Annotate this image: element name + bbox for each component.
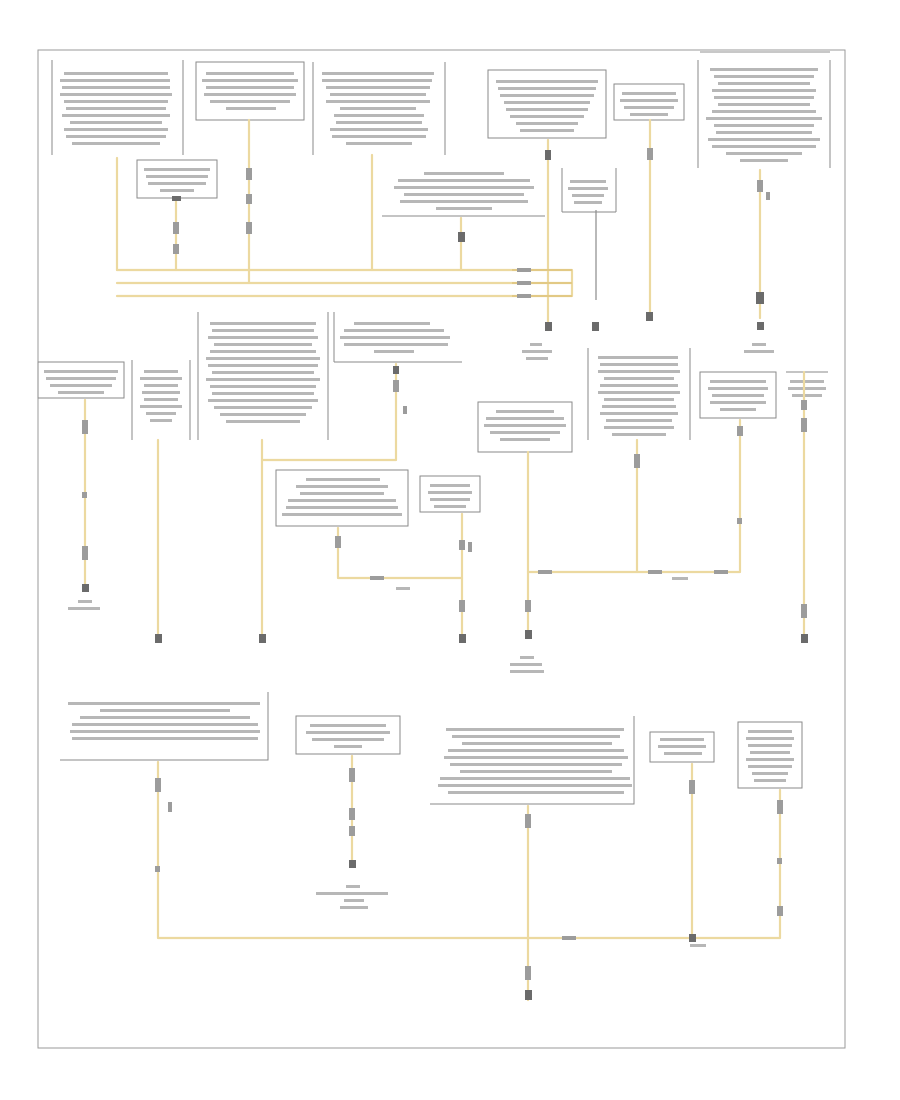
component-c13 xyxy=(333,312,462,363)
middle-wire-labels xyxy=(82,380,807,618)
top-wire-labels xyxy=(173,148,770,298)
component-c10 xyxy=(37,361,125,399)
component-c16 xyxy=(699,371,777,419)
component-c4 xyxy=(487,69,607,139)
component-c1 xyxy=(51,60,184,155)
component-c5 xyxy=(613,83,685,121)
component-c11 xyxy=(131,360,191,440)
component-c23 xyxy=(649,731,715,763)
top-wires xyxy=(115,118,762,332)
middle-terminals xyxy=(82,366,808,643)
component-c19 xyxy=(419,475,481,513)
component-c20 xyxy=(60,692,269,761)
component-c8 xyxy=(382,172,545,217)
component-c17 xyxy=(786,371,828,397)
top-terminals xyxy=(172,150,764,331)
component-c7 xyxy=(136,159,218,199)
component-c24 xyxy=(737,721,803,789)
middle-ground-labels xyxy=(68,577,688,673)
component-c21 xyxy=(295,715,401,755)
bottom-terminals xyxy=(349,860,696,1000)
bottom-ground-labels xyxy=(316,885,706,947)
diagram-frame xyxy=(37,49,846,1049)
component-c18 xyxy=(275,469,409,527)
bottom-wire-labels xyxy=(155,768,783,980)
component-c2 xyxy=(195,61,305,121)
component-c15 xyxy=(587,348,691,440)
component-c3 xyxy=(312,62,446,155)
component-c22 xyxy=(430,716,635,805)
component-c6 xyxy=(697,60,831,168)
component-c12 xyxy=(197,312,329,440)
component-c9 xyxy=(561,168,617,213)
top-ground-labels xyxy=(522,343,774,360)
middle-wires xyxy=(83,362,806,642)
component-c14 xyxy=(477,401,573,453)
